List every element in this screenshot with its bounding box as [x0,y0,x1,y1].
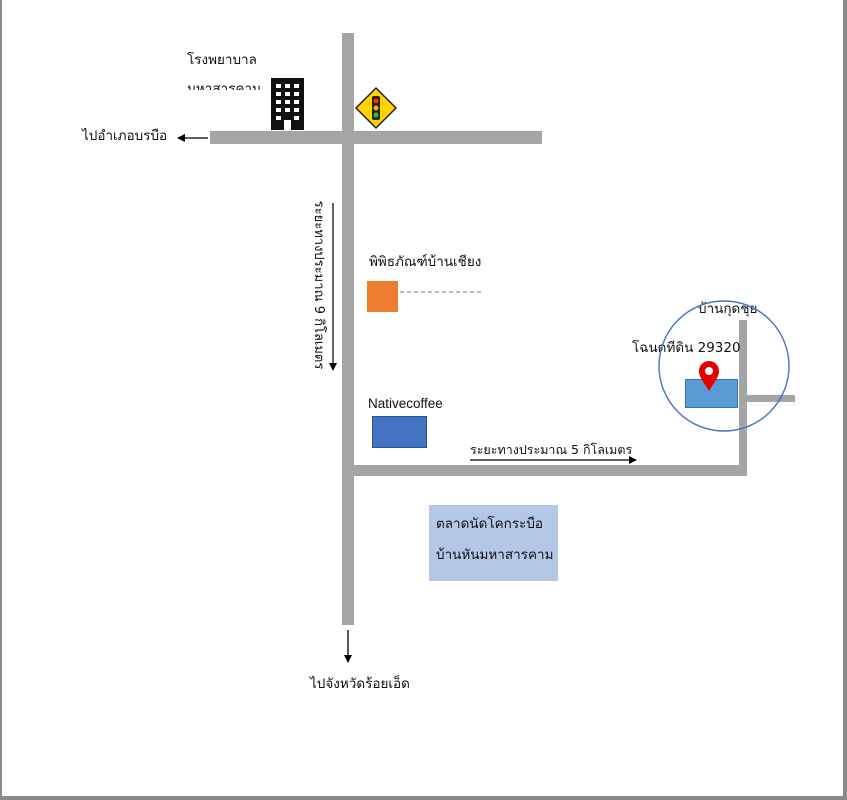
village-label: บ้านกุดชุย [698,301,758,317]
left-arrow-label: ไปอำเภอบรบือ [82,128,168,144]
hospital-label-line2: มหาสารคาม [187,82,261,90]
cafe-label: Nativecoffee [368,396,443,411]
museum-label: พิพิธภัณฑ์บ้านเชียง [369,254,482,270]
market-label-line2: บ้านหันมหาสารคาม [436,547,554,563]
cafe-marker [372,416,427,448]
hospital-label: โรงพยาบาล [187,52,257,68]
horizontal-distance-label: ระยะทางประมาณ 5 กิโลเมตร [470,442,633,457]
road-right-branch [743,395,795,402]
museum-marker [367,281,398,312]
market-label-line1: ตลาดนัดโคกระบือ [436,516,544,532]
traffic-light-sign-icon [354,86,398,130]
bottom-arrow-label: ไปจังหวัดร้อยเอ็ด [310,676,410,692]
village-circle [658,300,790,432]
location-pin-icon [699,361,719,391]
road-lower-horizontal [348,465,746,476]
hospital-label-line2-clip: มหาสารคาม [187,82,267,90]
building-icon [271,78,304,130]
plot-label-clip: โฉนดที่ดิน 29320 [632,340,744,362]
plot-label: โฉนดที่ดิน 29320 [632,340,741,356]
road-main-vertical [342,33,354,625]
road-top-horizontal [210,131,542,144]
market-box: ตลาดนัดโคกระบือ บ้านหันมหาสารคาม [429,505,558,581]
